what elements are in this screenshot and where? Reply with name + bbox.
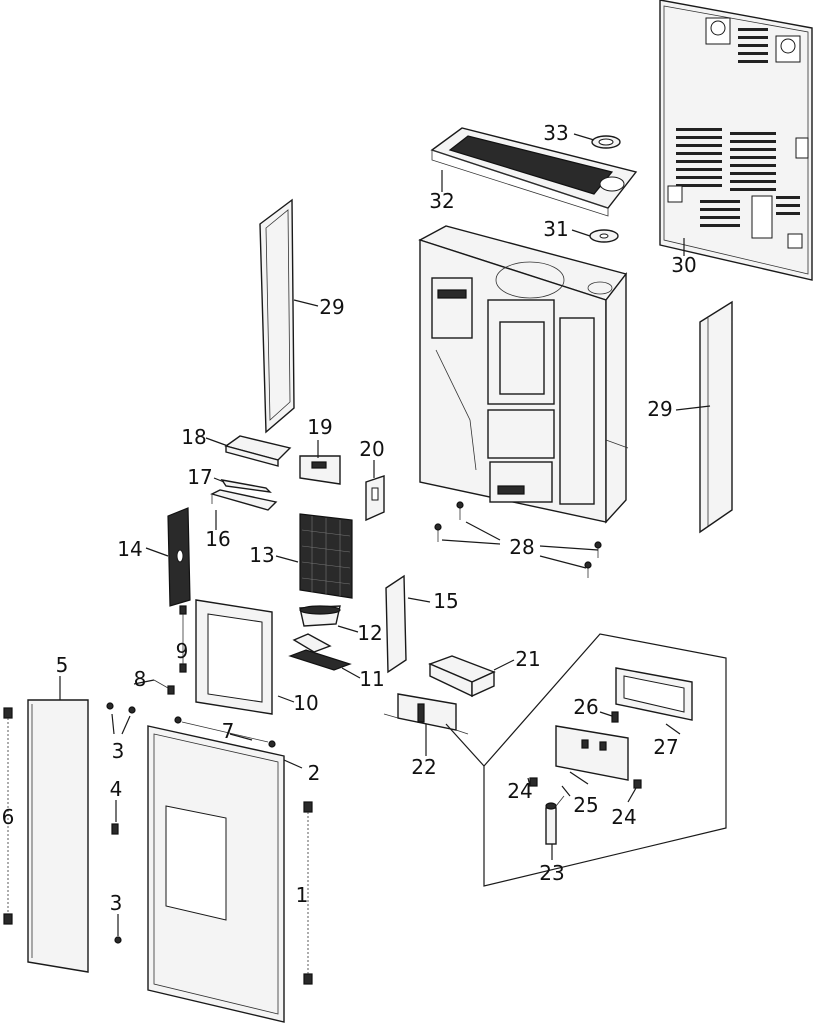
callout-10: 10 — [293, 691, 318, 715]
part-24-clips — [529, 777, 642, 789]
part-1-hinges — [303, 801, 313, 985]
part-15-panel — [385, 574, 407, 674]
callout-17: 17 — [187, 465, 212, 489]
part-3-screws — [106, 702, 136, 944]
callout-7: 7 — [222, 719, 235, 743]
callout-29a: 29 — [319, 295, 344, 319]
part-21-tray — [428, 655, 496, 698]
part-28-screws — [434, 501, 602, 578]
part-31-gasket — [589, 229, 619, 243]
part-13-heat-exchanger — [299, 513, 353, 599]
callout-4: 4 — [110, 777, 123, 801]
callout-25: 25 — [573, 793, 598, 817]
part-26-clip — [611, 711, 619, 723]
callout-14: 14 — [117, 537, 142, 561]
part-20-bracket — [365, 475, 385, 522]
part-17-bracket — [220, 479, 272, 493]
part-7-screws — [174, 716, 276, 748]
callout-33: 33 — [543, 121, 568, 145]
part-29-left-side-panel — [259, 198, 295, 434]
part-18-brick — [224, 435, 292, 467]
part-9-hinges — [179, 605, 187, 673]
callout-11: 11 — [359, 667, 384, 691]
callout-12: 12 — [357, 621, 382, 645]
callout-26: 26 — [573, 695, 598, 719]
callout-24a: 24 — [507, 779, 532, 803]
callout-23: 23 — [539, 861, 564, 885]
part-14-panel — [167, 507, 191, 607]
callout-9: 9 — [176, 639, 189, 663]
part-19-bracket — [299, 455, 341, 485]
part-2-front-door — [147, 725, 285, 1023]
callout-28: 28 — [509, 535, 534, 559]
part-33-cap — [591, 135, 621, 149]
part-4-clip — [111, 823, 119, 835]
callout-5: 5 — [56, 653, 69, 677]
callout-30: 30 — [671, 253, 696, 277]
part-27-frame — [615, 667, 693, 721]
callout-20: 20 — [359, 437, 384, 461]
part-10-door-frame — [195, 599, 273, 715]
callout-labels: 1 2 3 3 4 5 6 7 8 9 10 11 12 13 14 15 16… — [2, 121, 697, 915]
part-22-bracket — [383, 693, 469, 735]
part-30-rear-panel — [659, 0, 813, 281]
part-29-right-side-panel — [699, 300, 733, 534]
part-23-handle — [545, 795, 565, 845]
leader-lines — [59, 133, 711, 936]
detail-inset-box — [445, 633, 727, 887]
callout-32: 32 — [429, 189, 454, 213]
part-6-hinges — [3, 707, 13, 925]
callout-31: 31 — [543, 217, 568, 241]
part-25-plate — [555, 725, 629, 781]
callout-24b: 24 — [611, 805, 636, 829]
callout-13: 13 — [249, 543, 274, 567]
part-5-side-panel — [27, 699, 89, 973]
callout-1: 1 — [296, 883, 309, 907]
callout-21: 21 — [515, 647, 540, 671]
callout-8: 8 — [134, 667, 147, 691]
callout-3a: 3 — [112, 739, 125, 763]
callout-15: 15 — [433, 589, 458, 613]
callout-6: 6 — [2, 805, 15, 829]
callout-27: 27 — [653, 735, 678, 759]
callout-18: 18 — [181, 425, 206, 449]
part-11-ash-pan — [288, 633, 352, 671]
part-16-plate — [210, 489, 278, 511]
callout-19: 19 — [307, 415, 332, 439]
callout-29b: 29 — [647, 397, 672, 421]
callout-16: 16 — [205, 527, 230, 551]
callout-2: 2 — [308, 761, 321, 785]
part-8-pin — [153, 679, 175, 695]
part-12-burn-pot — [299, 605, 341, 627]
part-32-top-grille — [430, 127, 638, 217]
stove-body-frame — [418, 225, 629, 524]
callout-22: 22 — [411, 755, 436, 779]
callout-3b: 3 — [110, 891, 123, 915]
